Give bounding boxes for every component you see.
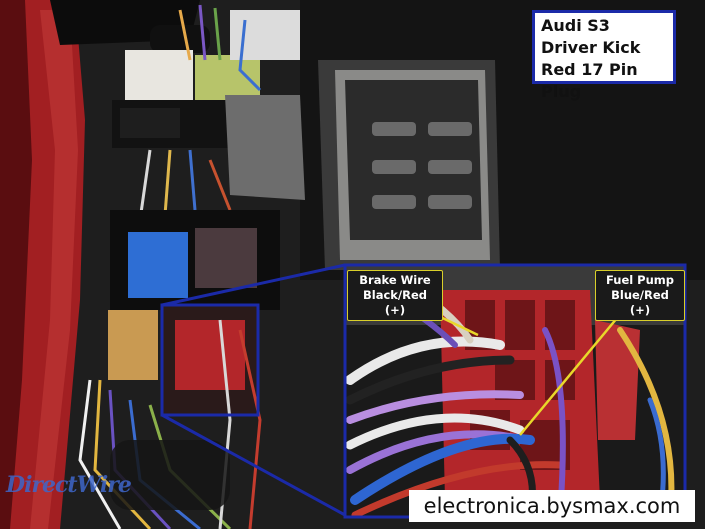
fuel-pump-label: Fuel Pump Blue/Red (+)	[595, 270, 685, 321]
title-line-1: Audi S3	[541, 16, 610, 35]
brand-logo: DirectWire	[6, 472, 132, 498]
title-line-2: Driver Kick	[541, 38, 641, 57]
title-callout: Audi S3 Driver Kick Red 17 Pin Plug	[532, 10, 676, 101]
fuel-pump-name: Fuel Pump	[605, 273, 675, 287]
title-line-3: Red 17 Pin Plug	[541, 60, 638, 101]
zoom-source-box	[160, 303, 260, 417]
brake-wire-color: Black/Red (+)	[362, 288, 428, 317]
fuel-pointer	[519, 299, 633, 436]
brake-wire-name: Brake Wire	[359, 273, 431, 287]
brake-wire-label: Brake Wire Black/Red (+)	[347, 270, 443, 321]
fuel-pump-color: Blue/Red (+)	[611, 288, 669, 317]
watermark-url: electronica.bysmax.com	[409, 490, 695, 522]
